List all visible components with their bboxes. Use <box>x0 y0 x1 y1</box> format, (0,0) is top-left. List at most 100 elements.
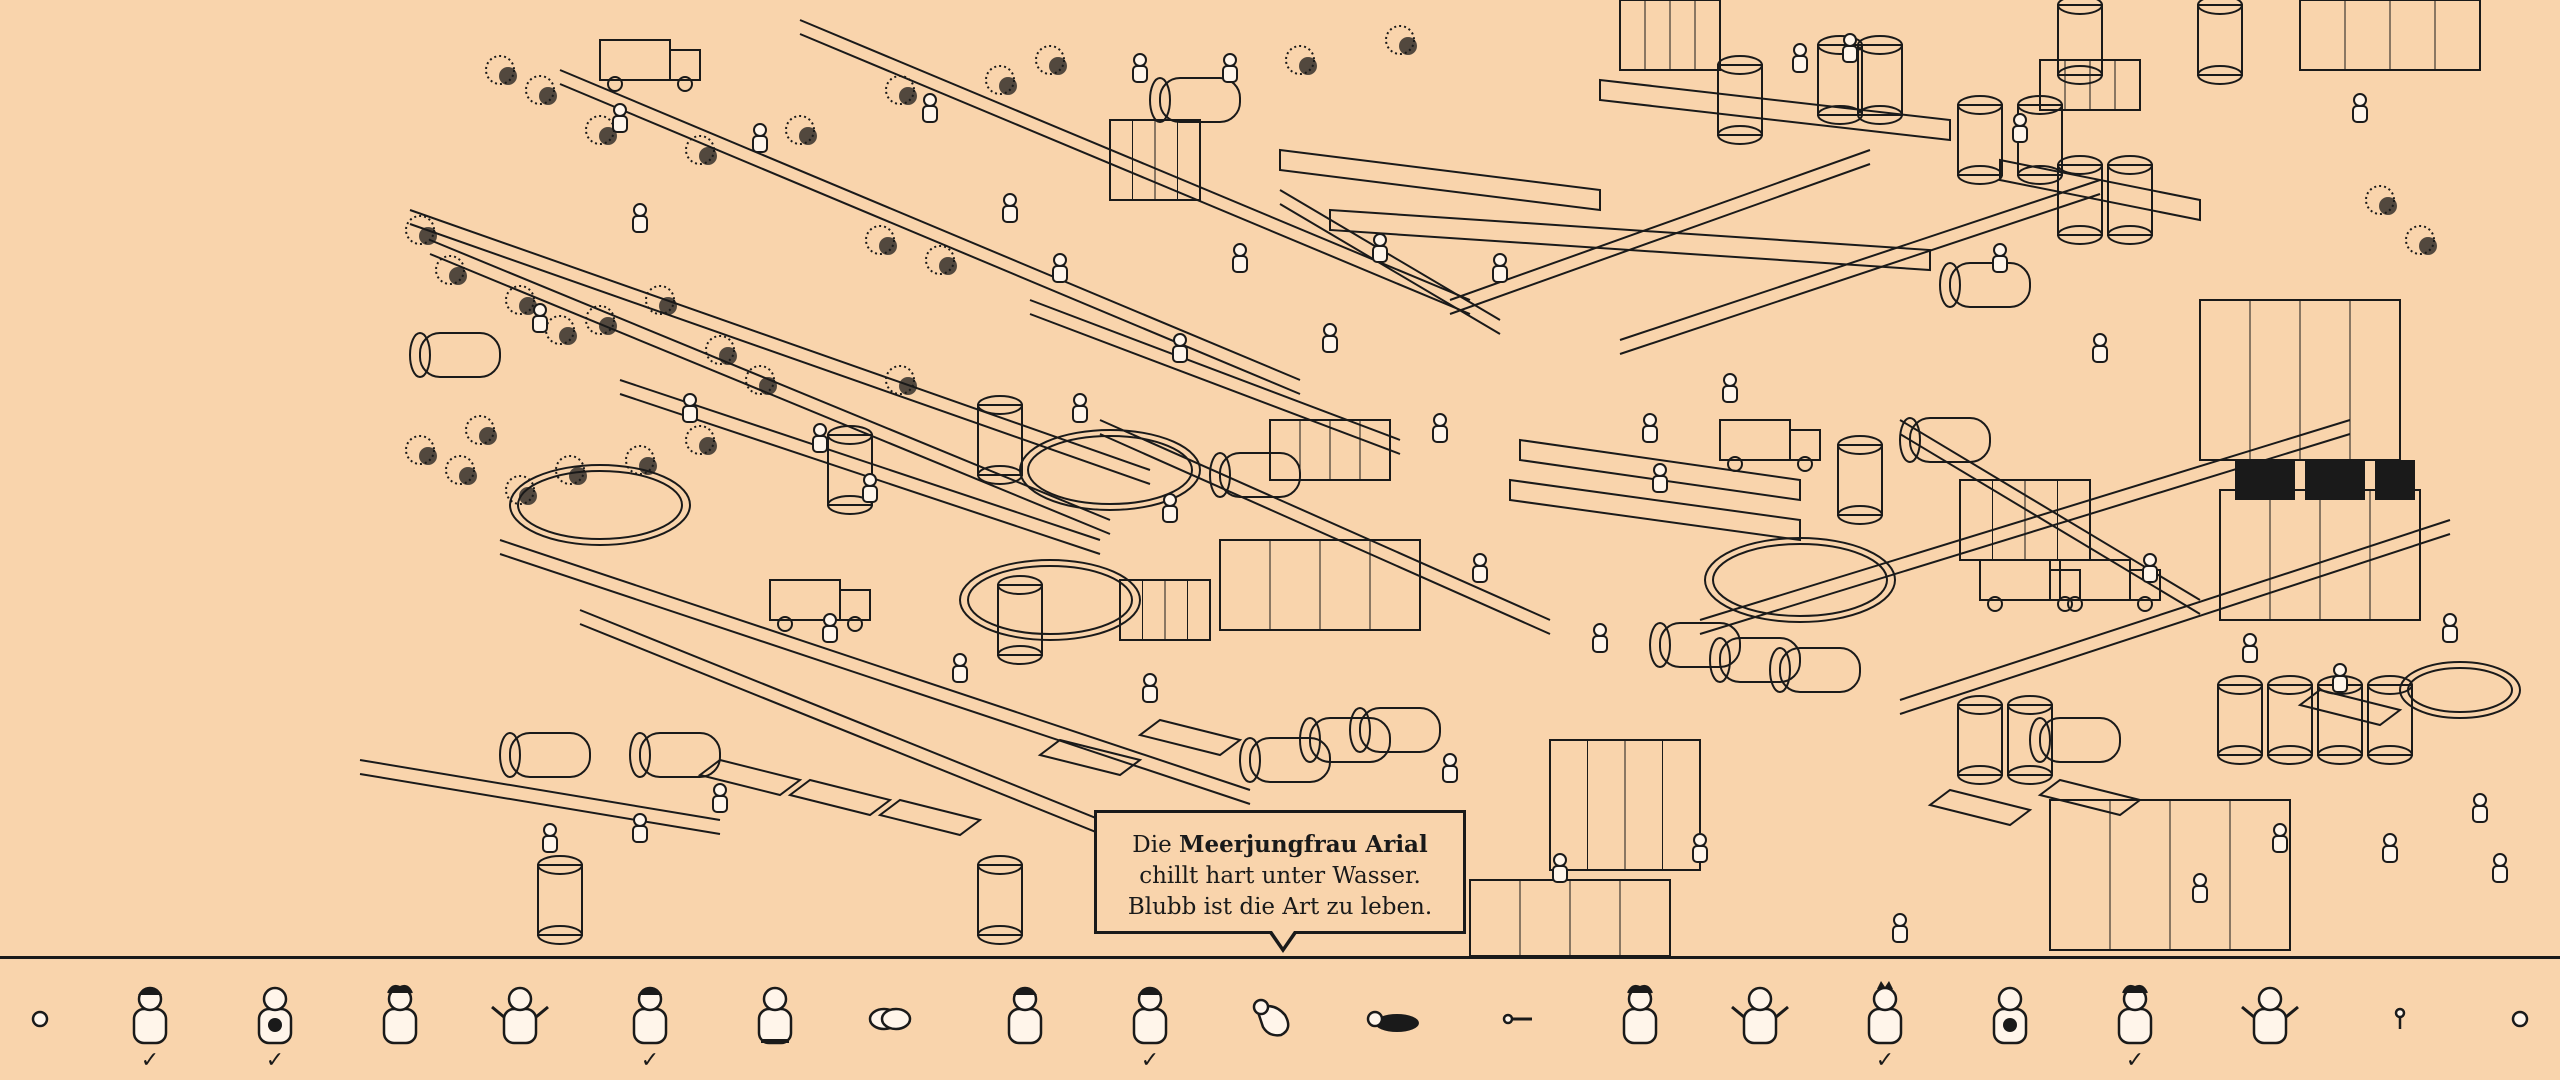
target-slot[interactable] <box>1355 979 1435 1079</box>
spiky-hair-person-icon <box>1622 984 1658 1045</box>
conveyor-belt <box>1509 478 1801 542</box>
storage-tank <box>2197 4 2243 76</box>
sitting-person-icon <box>757 986 793 1045</box>
tiny-person-body <box>1652 475 1668 493</box>
cap-person-icon <box>1007 986 1043 1045</box>
conveyor-belt <box>1329 208 1931 272</box>
target-slot[interactable] <box>1600 979 1680 1079</box>
barrel-drum <box>1949 262 2031 308</box>
work-table <box>2297 688 2403 727</box>
tiny-person-head <box>1433 413 1447 427</box>
tiny-person-body <box>1002 205 1018 223</box>
tank-bottom <box>1957 765 2003 785</box>
building-window <box>2235 460 2295 500</box>
bush-dark <box>1299 57 1317 75</box>
tiny-person-body <box>2332 675 2348 693</box>
person-head <box>1872 986 1898 1012</box>
target-slot[interactable] <box>2480 979 2560 1079</box>
target-slot[interactable] <box>1720 979 1800 1079</box>
target-slot[interactable] <box>1480 979 1560 1079</box>
curly-hair-person-icon <box>382 984 418 1045</box>
pipe-line <box>1449 163 1871 315</box>
storage-tank <box>1957 704 2003 776</box>
drum-end <box>1649 622 1671 668</box>
bush-dark <box>419 447 437 465</box>
tank-top <box>2197 0 2243 15</box>
tiny-person-head <box>753 123 767 137</box>
target-slot[interactable]: ✓ <box>1110 979 1190 1079</box>
truck-wheel <box>2137 596 2153 612</box>
tiny-person-body <box>2492 865 2508 883</box>
game-map[interactable] <box>0 0 2560 956</box>
tiny-person-body <box>1142 685 1158 703</box>
tiny-person-body <box>1492 265 1508 283</box>
truck-wheel <box>847 616 863 632</box>
target-slot[interactable] <box>480 979 560 1079</box>
target-slot[interactable] <box>2230 979 2310 1079</box>
person-body <box>1622 1007 1658 1045</box>
tiny-person-head <box>1553 853 1567 867</box>
tiny-person-body <box>1322 335 1338 353</box>
target-slot[interactable]: ✓ <box>1845 979 1925 1079</box>
tank-top <box>2367 675 2413 695</box>
tiny-person-head <box>1323 323 1337 337</box>
target-slot[interactable] <box>1970 979 2050 1079</box>
pipe-line <box>1029 313 1401 455</box>
found-checkmark: ✓ <box>1875 1048 1895 1073</box>
bush-dark <box>459 467 477 485</box>
person-arm <box>535 1005 549 1019</box>
target-slot[interactable] <box>2360 979 2440 1079</box>
storage-tank <box>1857 44 1903 116</box>
target-slot[interactable]: ✓ <box>610 979 690 1079</box>
pipe-line <box>1279 203 1501 335</box>
small-coin-icon <box>2511 1010 2529 1028</box>
barrel-drum <box>1909 417 1991 463</box>
lying-head <box>1366 1010 1384 1028</box>
key-head <box>1502 1013 1514 1025</box>
tiny-person-head <box>863 473 877 487</box>
tiny-person-body <box>2012 125 2028 143</box>
tiny-person-head <box>543 823 557 837</box>
pipe-line <box>799 19 1471 301</box>
target-slot[interactable] <box>985 979 1065 1079</box>
tank-top <box>1717 55 1763 75</box>
target-slot[interactable]: ✓ <box>2095 979 2175 1079</box>
tank-bottom <box>2007 765 2053 785</box>
figure-head <box>2394 1007 2406 1019</box>
person-body <box>1132 1007 1168 1045</box>
round-face-person-icon <box>257 986 293 1045</box>
truck-wheel <box>1727 456 1743 472</box>
target-slot[interactable] <box>0 979 80 1079</box>
tiny-person-head <box>1373 233 1387 247</box>
target-slot[interactable] <box>1235 979 1315 1079</box>
tank-top <box>2267 675 2313 695</box>
pool-rim <box>517 470 683 540</box>
pipe-line <box>1619 179 2101 341</box>
bush-dark <box>719 347 737 365</box>
truck-cab <box>1789 429 1821 461</box>
target-slot[interactable]: ✓ <box>110 979 190 1079</box>
drum-end <box>1209 452 1231 498</box>
storage-tank <box>2217 684 2263 756</box>
tank-bottom <box>2317 745 2363 765</box>
target-slot[interactable] <box>735 979 815 1079</box>
tiny-person-body <box>612 115 628 133</box>
tank-bottom <box>2017 165 2063 185</box>
barrel-drum <box>1309 717 1391 763</box>
target-slot[interactable] <box>850 979 930 1079</box>
tiny-person-body <box>1372 245 1388 263</box>
tiny-person-body <box>1472 565 1488 583</box>
target-slot[interactable] <box>360 979 440 1079</box>
person-body <box>1867 1007 1903 1045</box>
truck-body <box>599 39 671 81</box>
tiny-person-body <box>632 825 648 843</box>
tiny-person-body <box>822 625 838 643</box>
building-window <box>2305 460 2365 500</box>
target-slot[interactable]: ✓ <box>235 979 315 1079</box>
pipe-line <box>359 773 721 835</box>
factory-scene-drawing[interactable] <box>0 0 2560 956</box>
bush-dark <box>659 297 677 315</box>
pipe-line <box>359 759 721 821</box>
pipe-line <box>1279 189 1501 321</box>
truck-wheel <box>677 76 693 92</box>
